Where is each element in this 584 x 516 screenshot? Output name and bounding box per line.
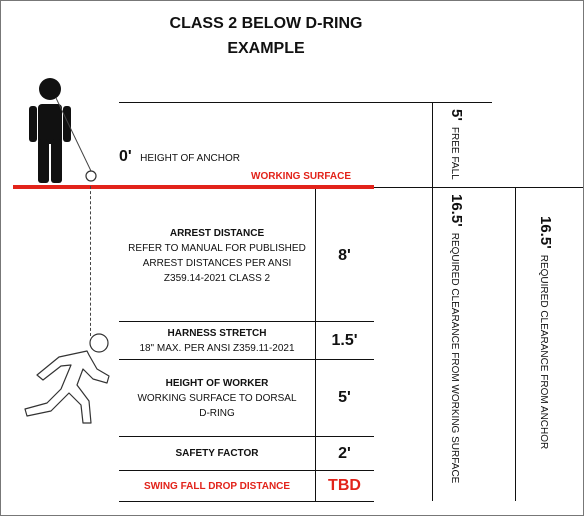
free-fall-value: 5': [448, 109, 465, 121]
row-line-3: [119, 436, 374, 437]
arrest-distance-heading: ARREST DISTANCE: [169, 228, 265, 239]
height-of-worker-cell: HEIGHT OF WORKER WORKING SURFACE TO DORS…: [119, 360, 315, 436]
safety-factor-heading: SAFETY FACTOR: [175, 448, 259, 459]
height-of-worker-heading: HEIGHT OF WORKER: [165, 377, 269, 389]
row-line-2: [119, 359, 374, 360]
height-of-worker-value: 5': [338, 389, 351, 406]
clearance-working-text: REQUIRED CLEARANCE FROM WORKING SURFACE: [449, 232, 460, 484]
height-of-worker-desc-2: D-RING: [199, 407, 235, 419]
arrest-distance-desc-2: ARREST DISTANCES PER ANSI: [142, 258, 292, 269]
title-line-1: CLASS 2 BELOW D-RING: [169, 15, 363, 32]
working-surface-label: WORKING SURFACE: [251, 171, 351, 182]
swing-fall-cell: SWING FALL DROP DISTANCE: [119, 471, 315, 501]
harness-stretch-value: 1.5': [331, 331, 358, 349]
clearance-anchor-label: 16.5' REQUIRED CLEARANCE FROM ANCHOR: [537, 216, 554, 449]
safety-factor-cell: SAFETY FACTOR: [119, 437, 315, 470]
harness-stretch-heading: HARNESS STRETCH: [167, 327, 267, 339]
diagram-title: CLASS 2 BELOW D-RING EXAMPLE: [121, 11, 411, 61]
clearance-working-label: 16.5' REQUIRED CLEARANCE FROM WORKING SUR…: [448, 194, 465, 483]
arrest-distance-desc-3: Z359.14-2021 CLASS 2: [163, 273, 271, 284]
harness-stretch-cell: HARNESS STRETCH 18" MAX. PER ANSI Z359.1…: [119, 322, 315, 359]
standing-worker-icon: [29, 78, 71, 183]
arrest-distance-value: 8': [338, 247, 351, 264]
clearance-divider: [515, 188, 516, 501]
clearance-anchor-value: 16.5': [537, 216, 554, 249]
working-surface-line: [13, 185, 374, 189]
free-fall-divider: [432, 102, 433, 501]
row-line-1: [119, 321, 374, 322]
arrest-distance-desc-1: REFER TO MANUAL FOR PUBLISHED: [128, 243, 306, 254]
swing-fall-heading: SWING FALL DROP DISTANCE: [143, 480, 291, 492]
anchor-height-value: 0': [119, 148, 132, 165]
clearance-working-value: 16.5': [448, 194, 465, 227]
clearance-top-line: [374, 187, 583, 188]
free-fall-text: FREE FALL: [449, 126, 460, 180]
row-line-5: [119, 501, 374, 502]
row-line-4: [119, 470, 374, 471]
lanyard-line: [56, 97, 97, 182]
value-column-divider: [315, 189, 316, 501]
harness-stretch-desc: 18" MAX. PER ANSI Z359.11-2021: [139, 342, 295, 354]
swing-fall-value: TBD: [328, 477, 361, 494]
title-line-2: EXAMPLE: [227, 40, 305, 57]
height-of-worker-desc-1: WORKING SURFACE TO DORSAL: [137, 392, 297, 404]
anchor-top-line: [119, 102, 492, 103]
anchor-height: 0' HEIGHT OF ANCHOR: [119, 148, 240, 166]
arrest-distance-cell: ARREST DISTANCE REFER TO MANUAL FOR PUBL…: [119, 191, 315, 321]
anchor-height-label: HEIGHT OF ANCHOR: [140, 153, 240, 164]
anchor-ring-icon: [85, 170, 97, 182]
safety-factor-value: 2': [338, 444, 351, 462]
clearance-anchor-text: REQUIRED CLEARANCE FROM ANCHOR: [538, 254, 549, 450]
falling-worker-icon: [24, 333, 110, 424]
free-fall-label: 5' FREE FALL: [448, 109, 465, 180]
fall-path-line: [90, 186, 91, 336]
